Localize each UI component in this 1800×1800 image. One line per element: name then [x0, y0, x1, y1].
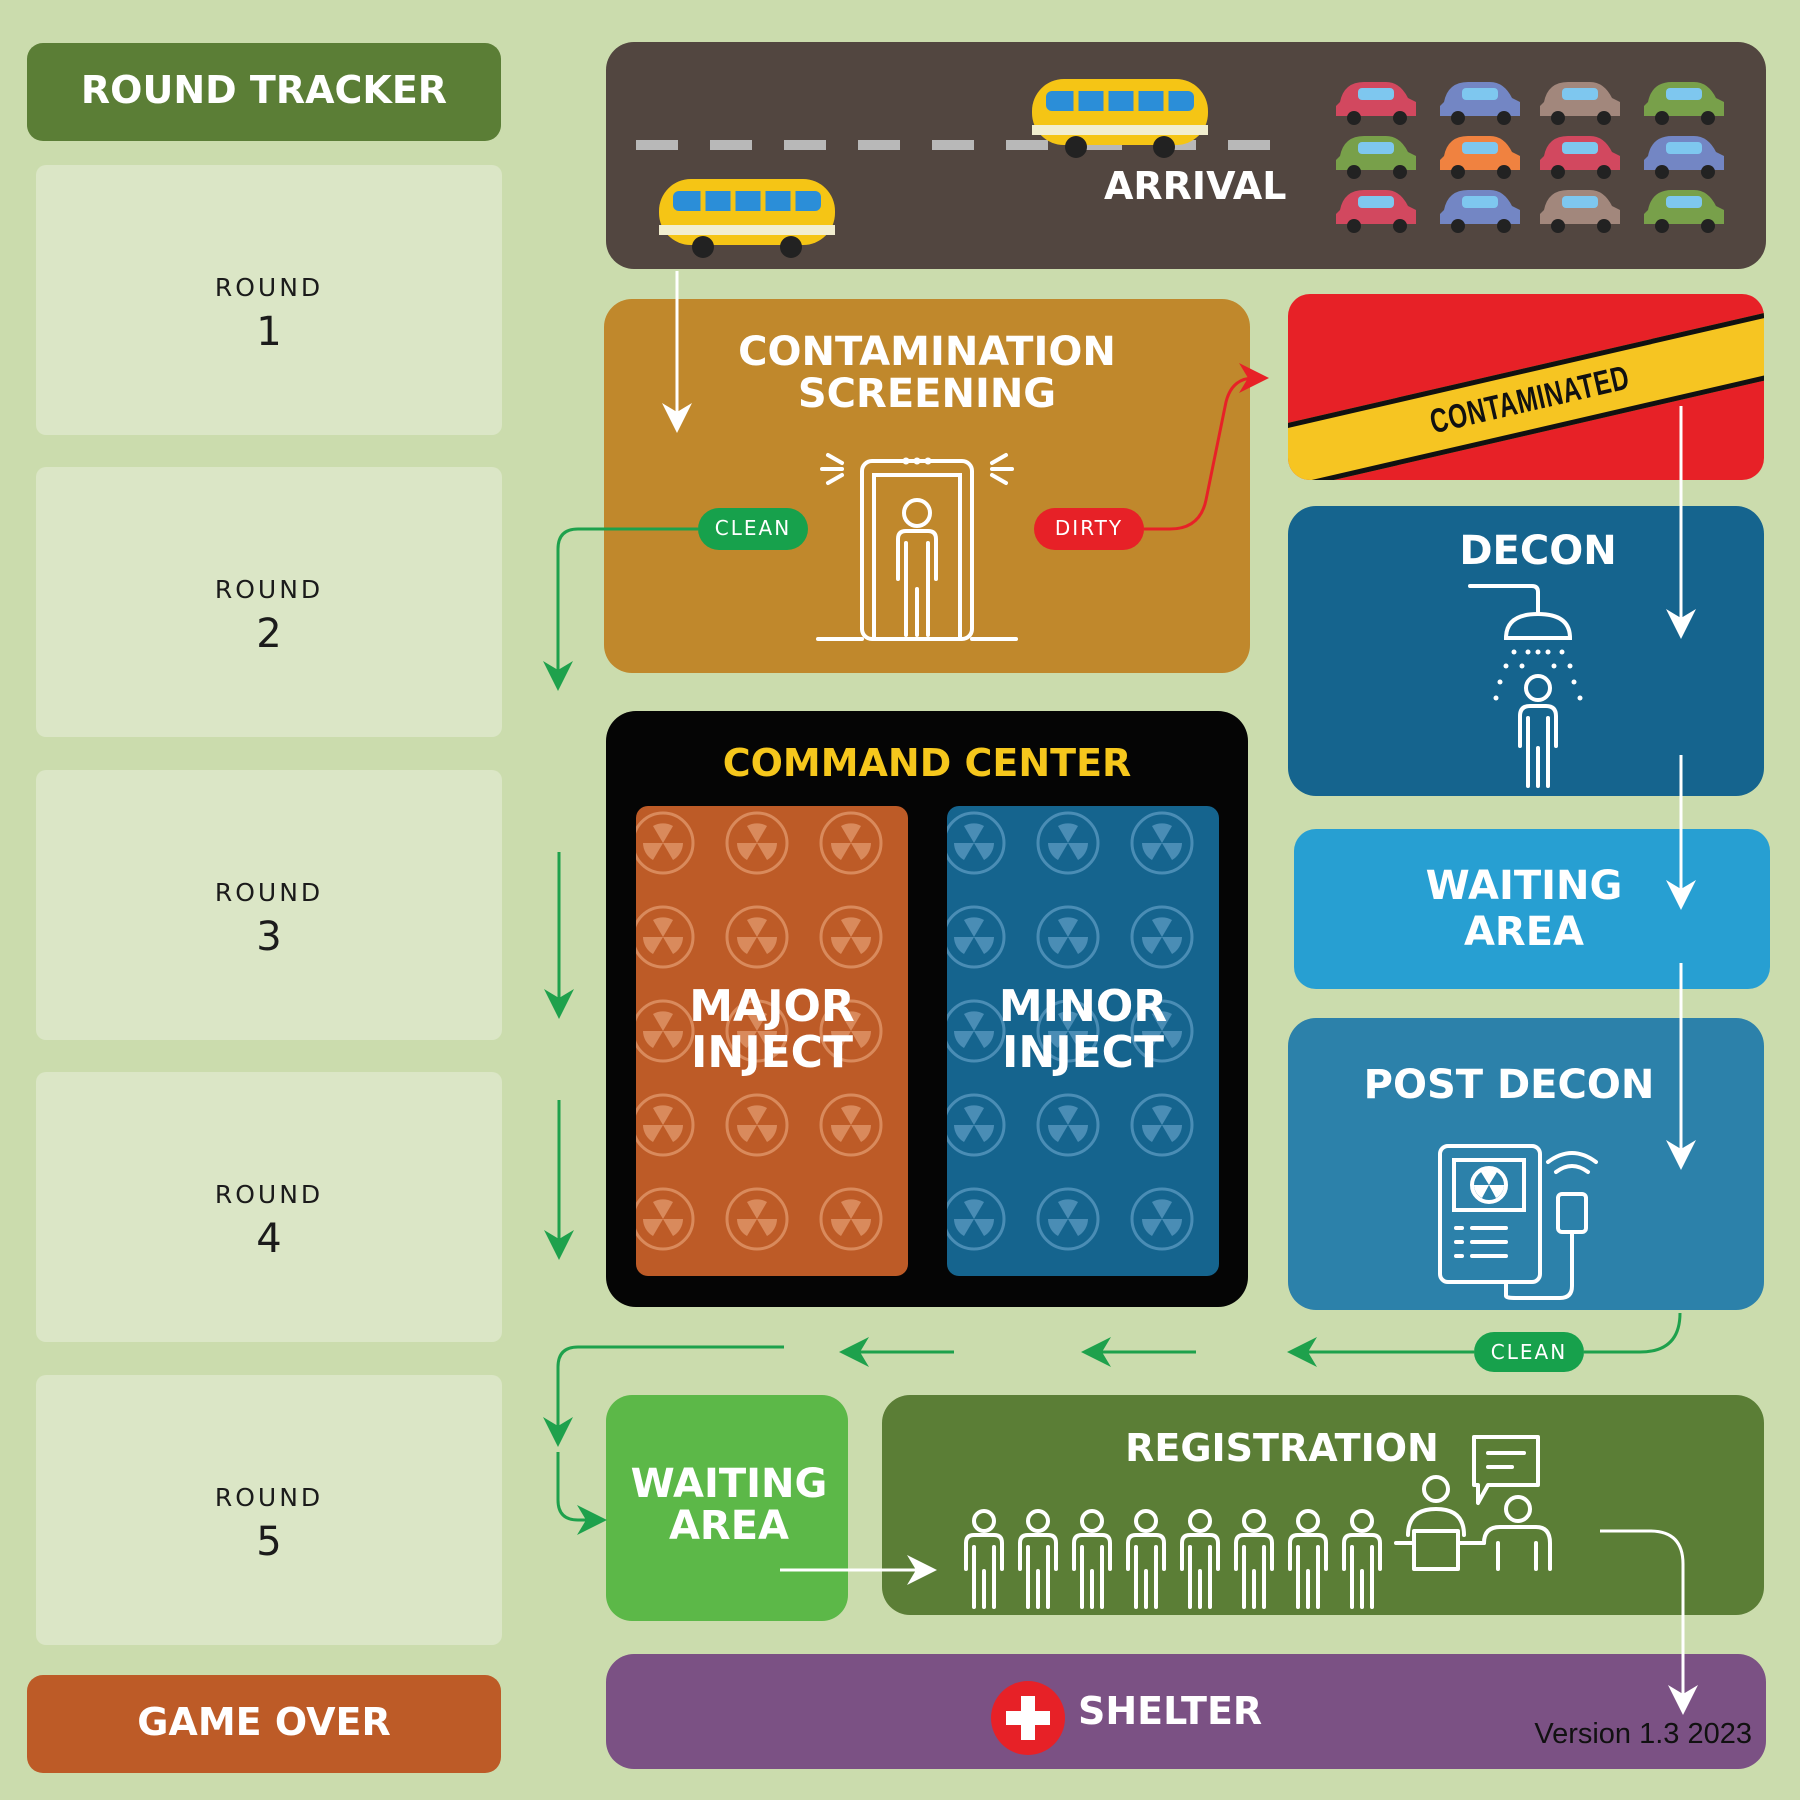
arrival-zone[interactable]: ARRIVAL — [606, 42, 1766, 269]
round-number: 3 — [256, 914, 282, 960]
round-number: 4 — [256, 1216, 282, 1262]
round-slot-4[interactable]: ROUND 4 — [36, 1072, 502, 1342]
waiting-right-line2: AREA — [1463, 909, 1585, 955]
minor-inject-line1: MINOR — [998, 981, 1168, 1032]
round-label: ROUND — [214, 575, 324, 604]
minor-inject-line2: INJECT — [1002, 1027, 1164, 1078]
decon-zone[interactable]: DECON — [1288, 506, 1764, 796]
contamination-screening-zone[interactable]: CONTAMINATION SCREENING — [604, 299, 1250, 673]
registration-title: REGISTRATION — [1125, 1426, 1439, 1470]
round-number: 5 — [256, 1519, 282, 1565]
registration-desk-icon — [1394, 1435, 1552, 1571]
round-label: ROUND — [214, 273, 324, 302]
bus-icon — [1032, 79, 1208, 158]
post-decon-clean-badge: CLEAN — [1474, 1332, 1584, 1372]
round-tracker-title: ROUND TRACKER — [80, 68, 448, 112]
registration-zone[interactable]: REGISTRATION — [882, 1395, 1764, 1615]
caution-tape: CONTAMINATED — [1288, 297, 1764, 480]
shelter-label: SHELTER — [1078, 1689, 1263, 1733]
round-number: 2 — [256, 611, 282, 657]
bus-icon — [659, 179, 835, 258]
game-over-box[interactable]: GAME OVER — [27, 1675, 501, 1773]
major-inject-line1: MAJOR — [689, 981, 855, 1032]
major-inject-line2: INJECT — [691, 1027, 853, 1078]
waiting-bottom-line2: AREA — [668, 1503, 790, 1549]
body-scanner-icon — [816, 453, 1018, 641]
waiting-area-right[interactable]: WAITING AREA — [1294, 829, 1770, 989]
screening-title-line2: SCREENING — [797, 371, 1057, 417]
round-label: ROUND — [214, 1483, 324, 1512]
shower-icon — [1468, 584, 1583, 788]
arrival-label: ARRIVAL — [1104, 164, 1287, 208]
round-label: ROUND — [214, 878, 324, 907]
cars-icon — [1336, 82, 1724, 233]
post-decon-title: POST DECON — [1363, 1062, 1655, 1108]
waiting-right-line1: WAITING — [1425, 863, 1623, 909]
round-slot-5[interactable]: ROUND 5 — [36, 1375, 502, 1645]
round-label: ROUND — [214, 1180, 324, 1209]
queue-people-icon — [964, 1509, 1382, 1609]
decon-title: DECON — [1459, 528, 1617, 574]
game-over-label: GAME OVER — [137, 1700, 391, 1744]
waiting-bottom-line1: WAITING — [630, 1461, 828, 1507]
radiation-pattern-icon — [947, 806, 1219, 1276]
command-center-title: COMMAND CENTER — [722, 741, 1132, 785]
post-decon-zone[interactable]: POST DECON — [1288, 1018, 1764, 1310]
round-slot-3[interactable]: ROUND 3 — [36, 770, 502, 1040]
waiting-area-bottom[interactable]: WAITING AREA — [606, 1395, 848, 1621]
screening-title-line1: CONTAMINATION — [738, 329, 1116, 375]
round-slot-2[interactable]: ROUND 2 — [36, 467, 502, 737]
radiation-detector-icon — [1438, 1144, 1598, 1300]
shelter-zone[interactable]: SHELTER Version 1.3 2023 — [606, 1654, 1766, 1769]
major-inject-deck[interactable]: MAJOR INJECT — [636, 806, 908, 1276]
version-label: Version 1.3 2023 — [1534, 1718, 1752, 1750]
clean-badge: CLEAN — [698, 508, 808, 550]
round-number: 1 — [256, 309, 282, 355]
round-slot-1[interactable]: ROUND 1 — [36, 165, 502, 435]
round-tracker-header: ROUND TRACKER — [27, 43, 501, 141]
minor-inject-deck[interactable]: MINOR INJECT — [947, 806, 1219, 1276]
radiation-pattern-icon — [636, 806, 908, 1276]
contaminated-zone[interactable]: CONTAMINATED — [1288, 294, 1764, 480]
caution-tape-text: CONTAMINATED — [1426, 358, 1634, 442]
dirty-badge: DIRTY — [1034, 508, 1144, 550]
first-aid-icon — [991, 1681, 1065, 1755]
